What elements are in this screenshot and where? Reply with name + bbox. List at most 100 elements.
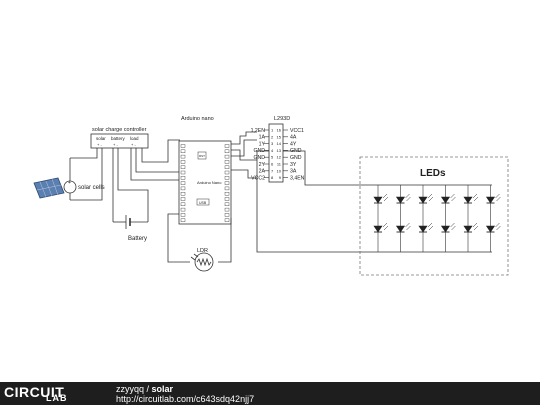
- driver-left-pin-number: 1: [271, 128, 274, 133]
- driver-chip: [268, 123, 284, 183]
- led-diode: [395, 225, 406, 233]
- led-ray: [383, 225, 389, 231]
- arduino-pin-right: [224, 154, 230, 159]
- arduino-pin-left: [180, 160, 186, 164]
- arduino-chip-label: Arduino Nano: [197, 180, 222, 185]
- driver-left-pin-number: 5: [271, 155, 274, 160]
- arduino-pin-left: [180, 181, 186, 185]
- charge-controller-box: [90, 133, 149, 149]
- arduino-wires: [167, 131, 257, 263]
- driver-right-pin-label: 3A: [290, 169, 297, 175]
- driver-left-pin-number: 6: [271, 162, 274, 167]
- led-diode: [485, 196, 496, 204]
- ldr-symbol: [190, 252, 214, 272]
- led-diode: [463, 196, 473, 204]
- led-ray: [450, 193, 455, 199]
- driver-left-pin-number: 7: [271, 168, 274, 173]
- arduino-pin-left: [180, 186, 186, 191]
- driver-right-pin-label: 4A: [290, 135, 297, 141]
- project-user[interactable]: zzyyqq: [116, 384, 145, 394]
- footer-bar: CIRCUIT LAB zzyyqq / solar http://circui…: [0, 382, 540, 405]
- led-ray: [428, 196, 434, 202]
- driver-right-pin-number: 14: [277, 141, 282, 146]
- led-diode: [440, 196, 451, 204]
- battery-label: Battery: [128, 236, 147, 242]
- arduino-pin-left: [180, 213, 186, 217]
- led-diode: [418, 225, 428, 233]
- led-ray: [427, 222, 433, 228]
- brand-circuit: CIRCUIT: [4, 384, 65, 400]
- arduino-pin-right: [224, 191, 230, 196]
- led-ray: [382, 222, 388, 228]
- arduino-pin-right: [224, 186, 230, 191]
- driver-right-pin-label: 3,4EN: [290, 175, 305, 181]
- arduino-pin-left: [180, 170, 186, 175]
- driver-title: L293D: [274, 116, 290, 122]
- project-name: solar: [151, 384, 174, 394]
- led-ray: [473, 196, 479, 202]
- driver-right-pin-number: 11: [277, 162, 282, 167]
- battery-symbol: [113, 215, 148, 229]
- solar-plus: +: [68, 180, 71, 186]
- arduino-pin-right: [224, 218, 230, 222]
- controller-sign-load: + -: [131, 142, 136, 147]
- led-ray: [496, 196, 501, 202]
- driver-right-pin-label: VCC1: [290, 128, 304, 134]
- arduino-pin-left: [180, 144, 186, 148]
- arduino-pin-right: [224, 149, 230, 154]
- solar-panel: [33, 177, 65, 199]
- arduino-pin-left: [180, 165, 186, 169]
- led-ray: [472, 222, 478, 228]
- leds-group-box: [359, 156, 509, 276]
- arduino-usb-label: USB: [199, 201, 207, 205]
- project-title: zzyyqq / solar: [116, 384, 173, 394]
- led-ray: [451, 225, 456, 231]
- arduino-title: Arduino nano: [181, 116, 214, 122]
- controller-label-solar: solar: [96, 136, 106, 141]
- driver-left-pin-label: 1Y: [259, 141, 266, 147]
- arduino-pin-right: [224, 202, 230, 207]
- driver-left-pin-number: 2: [271, 134, 274, 139]
- arduino-pin-left: [180, 176, 186, 180]
- led-ray: [473, 225, 479, 231]
- arduino-pin-left: [180, 202, 186, 207]
- arduino-pin-right: [224, 207, 230, 212]
- driver-right-pin-number: 9: [279, 175, 282, 180]
- arduino-pin-left: [180, 207, 186, 212]
- driver-right-pin-number: 10: [277, 168, 282, 173]
- project-url[interactable]: http://circuitlab.com/c643sdq42njj7: [116, 394, 255, 404]
- arduino-pin-left: [180, 197, 186, 201]
- leds-label: LEDs: [420, 168, 446, 179]
- driver-left-pin-number: 4: [271, 148, 274, 153]
- led-ray: [495, 193, 500, 199]
- arduino-reset-button: [197, 151, 207, 160]
- driver-right-pin-label: 3Y: [290, 162, 297, 168]
- driver-left-pin-label: 2A: [259, 169, 266, 175]
- project-separator: /: [144, 384, 152, 394]
- driver-left-pin-number: 8: [271, 175, 274, 180]
- ldr-label: LDR: [197, 248, 208, 254]
- arduino-pin-left: [180, 191, 186, 196]
- driver-right-pin-label: GND: [290, 155, 302, 161]
- led-ray: [383, 196, 389, 202]
- arduino-usb-port: [196, 198, 210, 206]
- led-ray: [450, 222, 455, 228]
- driver-right-pin-number: 12: [277, 155, 282, 160]
- led-diode: [418, 196, 428, 204]
- solar-cells-label: solar cells: [78, 185, 105, 191]
- driver-left-pin-label: 1,2EN: [251, 128, 266, 134]
- led-array: [372, 184, 501, 253]
- led-diode: [373, 196, 383, 204]
- led-ray: [428, 225, 434, 231]
- arduino-pin-right: [224, 160, 230, 164]
- led-ray: [382, 193, 388, 199]
- driver-left-pin-label: 1A: [259, 135, 266, 141]
- controller-label-battery: battery: [111, 136, 126, 141]
- driver-left-pin-label: 2Y: [259, 162, 266, 168]
- led-ray: [451, 196, 456, 202]
- led-ray: [496, 225, 501, 231]
- solar-cell-source: [63, 158, 77, 200]
- led-diode: [373, 225, 383, 233]
- led-ray: [405, 193, 410, 199]
